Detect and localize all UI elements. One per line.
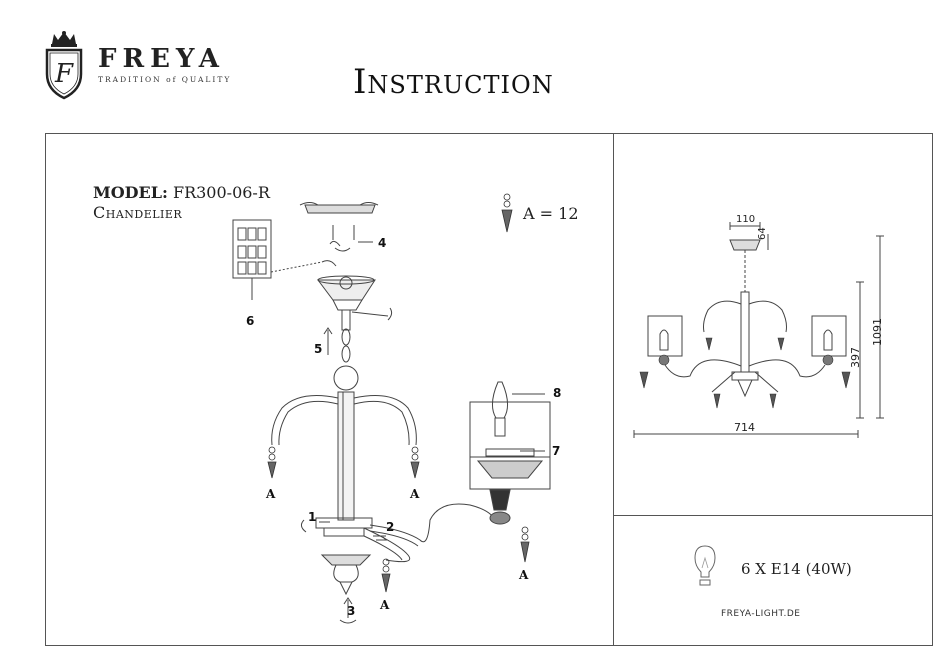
brand-name: FREYA [98,44,225,74]
step-1-label: 1 [308,510,317,524]
crystal-label: A [266,487,276,501]
dim-canopy-height: 64 [757,227,768,240]
brand-tagline: TRADITION of QUALITY [98,75,232,84]
crest-icon: F [45,31,83,100]
step-6-label: 6 [246,314,255,328]
step-7-label: 7 [552,444,561,458]
dim-canopy-width: 110 [736,214,756,225]
crystal-label: A [410,487,420,501]
model-label: MODEL: [93,183,168,202]
bulb-icon [693,544,717,588]
step-3-label: 3 [347,604,356,618]
page-title: Instruction [353,62,554,102]
crystal-quantity: A = 12 [523,204,579,223]
dim-total-height: 1091 [871,318,884,346]
website-link[interactable]: FREYA-LIGHT.DE [721,609,801,619]
crystal-label: A [380,598,390,612]
step-5-label: 5 [314,342,323,356]
step-8-label: 8 [553,386,562,400]
panel-divider [613,133,614,646]
dim-body-height: 397 [849,347,862,368]
panel-divider-horizontal [613,515,933,516]
instruction-frame [45,133,933,646]
crystal-label: A [519,568,529,582]
step-4-label: 4 [378,236,387,250]
bulb-spec: 6 X E14 (40W) [741,560,852,578]
step-2-label: 2 [386,520,395,534]
model-code: FR300-06-R [172,183,270,202]
brand-logo: F [40,30,88,100]
model-line: MODEL: FR300-06-R [93,183,270,202]
dim-diameter: 714 [734,421,755,434]
svg-text:F: F [54,59,74,89]
product-type: Chandelier [93,203,183,222]
